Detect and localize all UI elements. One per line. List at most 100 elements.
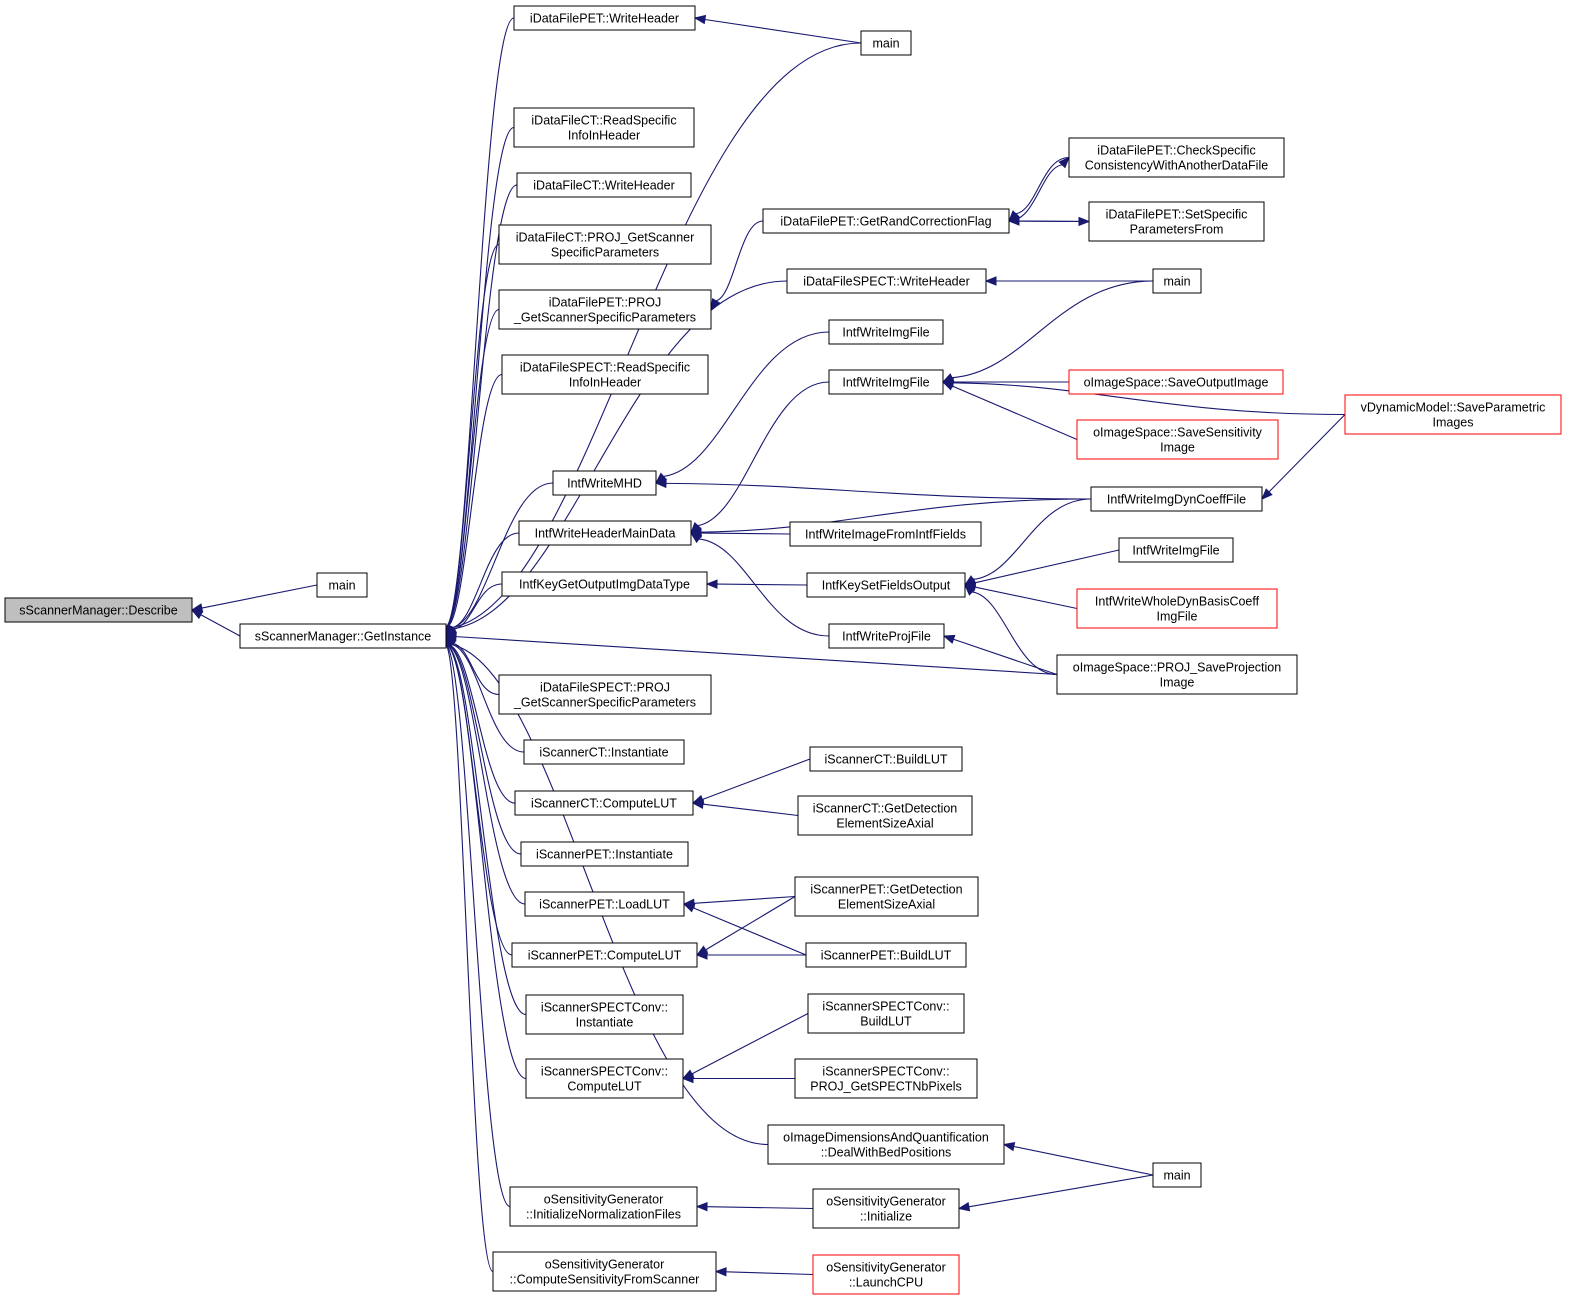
node-label: iDataFileSPECT::PROJ [540, 681, 670, 695]
node-widcf[interactable]: IntfWriteImgDynCoeffFile [1090, 486, 1263, 512]
node-pet-gdesa[interactable]: iScannerPET::GetDetectionElementSizeAxia… [794, 876, 979, 917]
edge-ct_blut-to-ct_clut [691, 758, 811, 804]
node-label: iDataFileCT::WriteHeader [533, 179, 674, 193]
node-label: iScannerSPECTConv:: [541, 1065, 668, 1079]
node-wif3[interactable]: IntfWriteImgFile [1118, 537, 1234, 563]
node-label: IntfWriteMHD [567, 477, 642, 491]
call-nodes: sScannerManager::DescribemainsScannerMan… [4, 5, 1562, 1295]
node-label: iScannerCT::GetDetection [813, 802, 958, 816]
node-label: iScannerSPECTConv:: [822, 1000, 949, 1014]
node-sg-inf[interactable]: oSensitivityGenerator::InitializeNormali… [509, 1186, 698, 1227]
node-sc-gnp[interactable]: iScannerSPECTConv::PROJ_GetSPECTNbPixels [794, 1058, 978, 1099]
node-sc-inst[interactable]: iScannerSPECTConv::Instantiate [525, 994, 684, 1035]
node-label: iScannerCT::BuildLUT [825, 753, 948, 767]
node-label: iScannerPET::GetDetection [810, 883, 962, 897]
node-idq-dwbp[interactable]: oImageDimensionsAndQuantification::DealW… [767, 1124, 1005, 1165]
node-label: IntfWriteImgFile [842, 376, 929, 390]
node-label: SpecificParameters [551, 246, 659, 260]
node-label: iDataFilePET::CheckSpecific [1097, 144, 1255, 158]
edge-main2-to-pet_wh [693, 14, 862, 44]
node-ct-clut[interactable]: iScannerCT::ComputeLUT [514, 790, 694, 816]
node-wpf[interactable]: IntfWriteProjFile [828, 623, 945, 649]
node-pet-clut[interactable]: iScannerPET::ComputeLUT [511, 942, 698, 968]
node-label: vDynamicModel::SaveParametric [1361, 401, 1546, 415]
edge-getinst-to-describe [190, 609, 241, 637]
node-label: IntfWriteHeaderMainData [535, 527, 676, 541]
node-label: iScannerPET::BuildLUT [821, 949, 952, 963]
node-label: ::DealWithBedPositions [821, 1146, 952, 1160]
node-pet-grcf[interactable]: iDataFilePET::GetRandCorrectionFlag [762, 208, 1010, 234]
edge-ksfo-to-kgoidt [705, 579, 808, 589]
node-pet-cscwad[interactable]: iDataFilePET::CheckSpecificConsistencyWi… [1068, 137, 1285, 178]
node-main3[interactable]: main [1152, 268, 1202, 294]
node-label: oImageSpace::SaveOutputImage [1084, 376, 1269, 390]
edge-sc_gnp-to-sc_clut [681, 1073, 795, 1084]
node-wiffif[interactable]: IntfWriteImageFromIntfFields [789, 521, 982, 547]
node-label: ConsistencyWithAnotherDataFile [1085, 159, 1268, 173]
node-is-soi[interactable]: oImageSpace::SaveOutputImage [1068, 369, 1284, 395]
node-sg-lcpu[interactable]: oSensitivityGenerator::LaunchCPU [812, 1254, 960, 1295]
node-wif2[interactable]: IntfWriteImgFile [828, 369, 944, 395]
edge-pet_blut-to-pet_lut [682, 903, 807, 956]
node-wif1[interactable]: IntfWriteImgFile [828, 319, 944, 345]
edge-widcf-to-wmhd [654, 478, 1092, 500]
node-label: main [1163, 275, 1190, 289]
node-label: IntfWriteImgFile [1132, 544, 1219, 558]
node-label: main [1163, 1169, 1190, 1183]
edge-is_psp-to-wpf [942, 634, 1058, 676]
node-pet-blut[interactable]: iScannerPET::BuildLUT [805, 942, 967, 968]
edge-sc_blut-to-sc_clut [681, 1013, 809, 1080]
node-wmhd[interactable]: IntfWriteMHD [552, 470, 657, 496]
node-label: main [872, 37, 899, 51]
node-label: iDataFilePET::SetSpecific [1106, 208, 1248, 222]
node-label: oSensitivityGenerator [544, 1193, 664, 1207]
node-label: IntfKeyGetOutputImgDataType [519, 578, 690, 592]
node-pet-lut[interactable]: iScannerPET::LoadLUT [524, 891, 685, 917]
node-label: oImageDimensionsAndQuantification [783, 1131, 989, 1145]
node-label: ::Initialize [860, 1210, 912, 1224]
node-label: _GetScannerSpecificParameters [513, 696, 696, 710]
node-label: iScannerSPECTConv:: [541, 1001, 668, 1015]
node-main1[interactable]: main [316, 572, 368, 598]
node-ksfo[interactable]: IntfKeySetFieldsOutput [806, 572, 966, 598]
node-spect-wh[interactable]: iDataFileSPECT::WriteHeader [786, 268, 987, 294]
edge-pet_grcf-to-pet_proj [710, 220, 764, 311]
node-label: iDataFileSPECT::ReadSpecific [520, 361, 690, 375]
node-label: main [328, 579, 355, 593]
node-label: ComputeLUT [567, 1080, 642, 1094]
node-main2[interactable]: main [860, 30, 912, 56]
edge-wmhd-to-getinst [445, 482, 554, 638]
node-main4[interactable]: main [1152, 1162, 1202, 1188]
node-pet-wh[interactable]: iDataFilePET::WriteHeader [513, 5, 696, 31]
node-label: _GetScannerSpecificParameters [513, 311, 696, 325]
node-sc-blut[interactable]: iScannerSPECTConv::BuildLUT [807, 993, 965, 1034]
edge-main3-to-wif2 [941, 280, 1154, 383]
node-sg-csfs[interactable]: oSensitivityGenerator::ComputeSensitivit… [492, 1251, 717, 1292]
node-describe[interactable]: sScannerManager::Describe [4, 597, 193, 623]
node-spect-proj[interactable]: iDataFileSPECT::PROJ_GetScannerSpecificP… [498, 674, 712, 715]
node-kgoidt[interactable]: IntfKeyGetOutputImgDataType [501, 571, 708, 597]
node-label: sScannerManager::GetInstance [255, 630, 432, 644]
node-ct-wh[interactable]: iDataFileCT::WriteHeader [516, 172, 692, 198]
node-pet-proj[interactable]: iDataFilePET::PROJ_GetScannerSpecificPar… [498, 289, 712, 330]
node-ct-blut[interactable]: iScannerCT::BuildLUT [809, 746, 963, 772]
edge-pet_cscwad-to-pet_grcf [1008, 156, 1070, 222]
node-ct-inst[interactable]: iScannerCT::Instantiate [523, 739, 685, 765]
node-whmd[interactable]: IntfWriteHeaderMainData [518, 520, 692, 546]
node-label: InfoInHeader [569, 376, 641, 390]
node-label: oSensitivityGenerator [545, 1258, 665, 1272]
node-label: iDataFilePET::PROJ [549, 296, 662, 310]
node-getinst[interactable]: sScannerManager::GetInstance [239, 623, 447, 649]
node-sg-init[interactable]: oSensitivityGenerator::Initialize [812, 1188, 960, 1229]
node-pet-inst[interactable]: iScannerPET::Instantiate [520, 841, 689, 867]
node-sc-clut[interactable]: iScannerSPECTConv::ComputeLUT [525, 1058, 684, 1099]
node-ct-proj[interactable]: iDataFileCT::PROJ_GetScannerSpecificPara… [498, 224, 712, 265]
